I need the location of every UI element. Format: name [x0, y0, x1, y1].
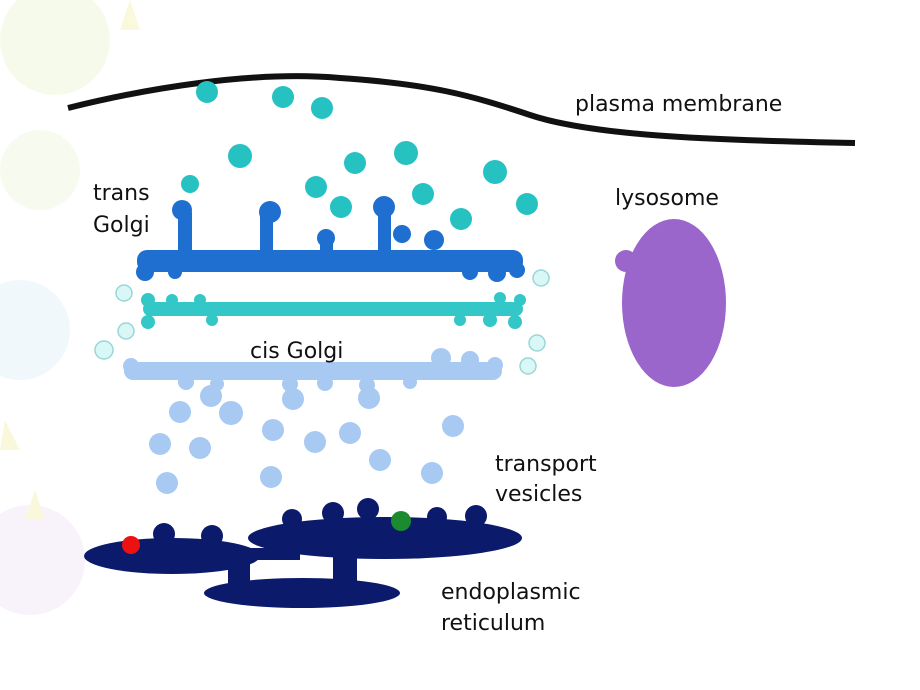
transport-vesicle [219, 401, 243, 425]
background-decoration [0, 0, 140, 615]
endoplasmic-reticulum [84, 498, 522, 608]
er-cargo-dot-green [391, 511, 411, 531]
secretory-vesicle [196, 81, 218, 103]
er-label-line2: reticulum [441, 611, 545, 636]
transport-vesicle [262, 419, 284, 441]
transport-vesicle [304, 431, 326, 453]
medial-golgi-cisterna [141, 292, 526, 329]
transport-vesicle [369, 449, 391, 471]
golgi-side-vesicles [94, 269, 550, 375]
cis-golgi-label: cis Golgi [250, 339, 343, 364]
lysosome-label: lysosome [615, 186, 719, 211]
secretory-vesicle [483, 160, 507, 184]
transport-vesicles-label-line2: vesicles [495, 482, 582, 507]
secretory-vesicle [516, 193, 538, 215]
transport-vesicle [260, 466, 282, 488]
trans-golgi-label-line2: Golgi [93, 213, 150, 238]
secretory-vesicle [344, 152, 366, 174]
cis-golgi-cisterna [123, 348, 503, 393]
transport-vesicle [358, 387, 380, 409]
plasma-membrane [67, 73, 856, 146]
er-label-line1: endoplasmic [441, 580, 581, 605]
secretory-vesicles [181, 81, 538, 230]
secretory-vesicle [394, 141, 418, 165]
transport-vesicle [169, 401, 191, 423]
er-cargo-dot-red [122, 536, 140, 554]
golgi-side-vesicle [528, 334, 546, 352]
transport-vesicles-label-line1: transport [495, 452, 597, 477]
secretory-vesicle [330, 196, 352, 218]
golgi-side-vesicle [115, 284, 133, 302]
trans-golgi-cisterna [136, 196, 525, 282]
trans-golgi-label-line1: trans [93, 181, 150, 206]
plasma-membrane-label: plasma membrane [575, 92, 782, 117]
transport-vesicle [149, 433, 171, 455]
transport-vesicle [156, 472, 178, 494]
golgi-side-vesicle [94, 340, 114, 360]
golgi-side-vesicle [532, 269, 550, 287]
golgi-side-vesicle [117, 322, 135, 340]
transport-vesicle [339, 422, 361, 444]
transport-vesicle [282, 388, 304, 410]
secretory-vesicle [181, 175, 199, 193]
transport-vesicle [421, 462, 443, 484]
transport-vesicle [200, 385, 222, 407]
secretory-vesicle [311, 97, 333, 119]
secretory-vesicle [228, 144, 252, 168]
lysosome [615, 219, 726, 387]
transport-vesicle [189, 437, 211, 459]
secretory-vesicle [412, 183, 434, 205]
secretory-vesicle [450, 208, 472, 230]
secretory-vesicle [272, 86, 294, 108]
transport-vesicles [149, 385, 464, 494]
golgi-side-vesicle [519, 357, 537, 375]
transport-vesicle [442, 415, 464, 437]
secretory-vesicle [305, 176, 327, 198]
